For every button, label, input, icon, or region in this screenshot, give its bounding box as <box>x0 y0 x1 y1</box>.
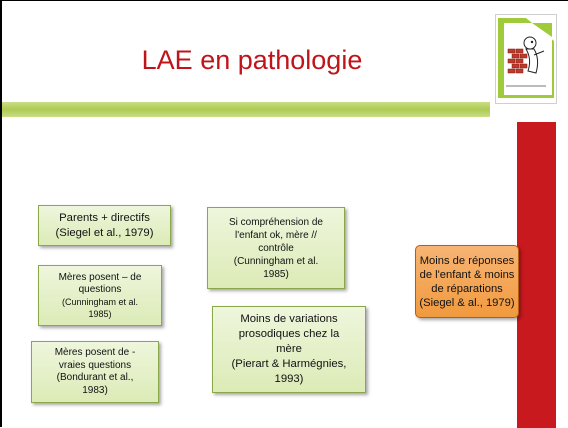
box-text-line: 1983) <box>82 384 108 396</box>
box-text-line: (Pierart & Harmégnies, <box>231 358 347 370</box>
box-text-line: 1985) <box>263 268 289 280</box>
box-text-line: (Cunningham et al. <box>61 296 139 307</box>
box-comprehension-enfant: Si compréhension de l'enfant ok, mère //… <box>207 207 345 289</box>
box-text-line: (Cunningham et al. <box>233 255 319 267</box>
box-text-line: l'enfant ok, mère // <box>235 229 317 241</box>
box-text-line: Parents + directifs <box>59 211 150 224</box>
title-underline-bar <box>2 102 490 117</box>
box-text-line: 1985) <box>88 308 112 319</box>
slide-title: LAE en pathologie <box>141 45 363 75</box>
box-text-line: de réparations <box>431 282 503 295</box>
box-text-line: prosodiques chez la <box>238 328 340 340</box>
box-meres-posent-moins-questions: Mères posent – de questions (Cunningham … <box>38 265 162 326</box>
box-text-line: (Siegel & al., 1979) <box>419 296 515 309</box>
box-text-line: Mères posent de - <box>54 347 136 358</box>
box-text-line: questions <box>78 283 122 295</box>
box-meres-vraies-questions: Mères posent de - vraies questions (Bond… <box>31 341 159 403</box>
box-text-line: mère <box>276 343 302 355</box>
box-parents-directifs: Parents + directifs (Siegel et al., 1979… <box>38 205 171 246</box>
logo-icon <box>495 14 557 104</box>
box-text-line: de l'enfant & moins <box>419 268 515 281</box>
logo-drawing <box>496 15 556 103</box>
box-text-line: Si compréhension de <box>229 216 323 228</box>
box-text-line: vraies questions <box>58 359 132 371</box>
box-variations-prosodiques: Moins de variations prosodiques chez la … <box>212 306 366 393</box>
box-moins-reponses: Moins de réponses de l'enfant & moins de… <box>415 245 519 318</box>
accent-red-bar <box>517 122 556 428</box>
box-text-line: (Bondurant et al., <box>56 372 134 383</box>
box-text-line: Moins de réponses <box>419 254 515 267</box>
box-text-line: (Siegel et al., 1979) <box>55 226 154 239</box>
box-text-line: contrôle <box>258 242 294 254</box>
box-text-line: Moins de variations <box>240 313 338 325</box>
box-text-line: 1993) <box>274 373 304 385</box>
box-text-line: Mères posent – de <box>58 271 142 283</box>
